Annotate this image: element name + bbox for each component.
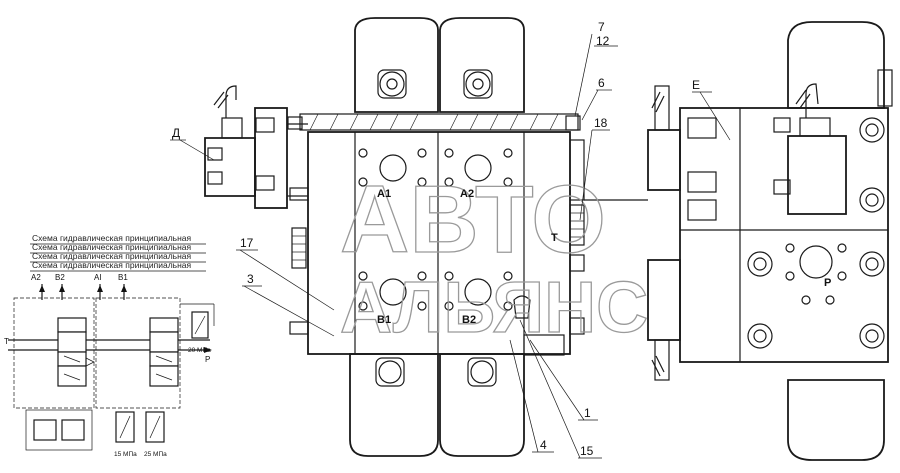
port-label-t: T [551,232,558,244]
watermark-line1: АВТО [340,166,606,273]
callout-12: 12 [596,34,610,48]
scheme-port-p: P [205,355,210,364]
hydraulic-scheme: Схема гидравлическая принципиальная Схем… [4,233,215,458]
scheme-port-a2: A2 [31,273,41,282]
scheme-port-t: T [4,337,9,346]
scheme-port-b2: B2 [55,273,65,282]
callout-17: 17 [240,236,254,250]
scheme-caption-1: Схема гидравлическая принципиальная [32,233,192,243]
port-labels: A1 A2 B1 B2 T P [377,188,831,326]
callout-3: 3 [247,272,254,286]
port-label-a1: A1 [377,188,391,200]
callouts: 7 12 6 18 17 3 1 4 15 Д Е [170,20,731,459]
scheme-caption-4: Схема гидравлическая принципиальная [32,260,192,270]
callout-7: 7 [598,20,605,34]
port-label-b2: B2 [462,314,476,326]
watermark: АВТО АЛЬЯНС [339,165,648,348]
scheme-port-a1: AI [94,273,102,282]
scheme-relief-20: 20 МПа [188,347,211,354]
scheme-caption-2: Схема гидравлическая принципиальная [32,242,192,252]
port-label-a2: A2 [460,188,474,200]
callout-4: 4 [540,438,547,452]
callout-d: Д [172,126,180,140]
callout-15: 15 [580,444,594,458]
main-valve-body [287,17,585,457]
scheme-relief-15: 15 МПа [114,451,137,458]
scheme-port-b1: B1 [118,273,128,282]
port-label-p: P [824,277,831,289]
watermark-line2: АЛЬЯНС [340,268,648,348]
callout-e: Е [692,78,700,92]
port-label-b1: B1 [377,314,391,326]
callout-6: 6 [598,76,605,90]
right-valve-block [584,21,893,461]
scheme-caption-3: Схема гидравлическая принципиальная [32,251,192,261]
callout-1: 1 [584,406,591,420]
left-solenoid-assembly [204,85,308,209]
scheme-relief-25: 25 МПа [144,451,167,458]
callout-18: 18 [594,116,608,130]
